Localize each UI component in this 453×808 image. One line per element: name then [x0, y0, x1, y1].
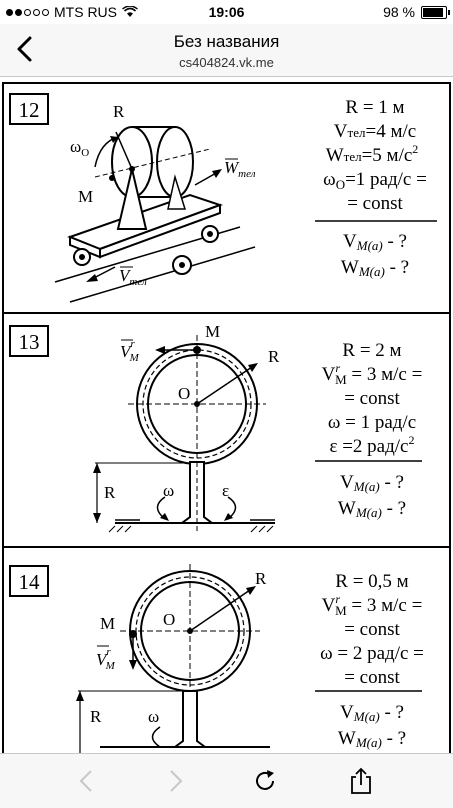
- problem-number-box: [9, 565, 49, 597]
- problem-13: 13: [9, 322, 422, 533]
- label-M: M: [100, 614, 115, 633]
- given-line: = const: [344, 388, 400, 409]
- label-R-height: R: [104, 483, 116, 502]
- question-line: WM(a) - ?: [338, 728, 406, 750]
- carrier-label: MTS RUS: [54, 4, 117, 20]
- label-epsilon: ε: [222, 481, 229, 500]
- given-line: ω = 2 рад/с =: [320, 643, 424, 664]
- status-right: 98 %: [383, 4, 450, 20]
- label-R-height: R: [90, 707, 102, 726]
- page-title: Без названия: [173, 32, 280, 51]
- wifi-icon: [122, 6, 138, 17]
- question-line: WM(a) - ?: [341, 257, 409, 279]
- label-omega-o: ωO: [70, 137, 89, 159]
- bottom-toolbar: [0, 753, 453, 808]
- given-line: ω = 1 рад/с: [328, 412, 416, 433]
- given-line: = const: [347, 193, 403, 214]
- cart-figure: R ωO M Wтел Vтел: [54, 102, 256, 303]
- label-R: R: [113, 102, 125, 121]
- problem-number-box: [9, 325, 49, 357]
- back-chevron-icon[interactable]: [10, 34, 40, 64]
- label-M: M: [78, 187, 93, 206]
- share-icon[interactable]: [346, 766, 376, 796]
- label-V-tel: Vтел: [119, 266, 147, 288]
- given-line: R = 2 м: [342, 340, 401, 361]
- given-line: Wтел=5 м/с2: [326, 142, 419, 166]
- status-bar: MTS RUS 19:06 98 %: [0, 0, 453, 24]
- battery-fill: [423, 7, 443, 17]
- problems-sheet: 12: [0, 77, 453, 753]
- reload-icon[interactable]: [250, 766, 280, 796]
- label-omega: ω: [148, 707, 159, 726]
- label-W-tel: Wтел: [224, 158, 256, 180]
- question-line: VM(a) - ?: [343, 231, 407, 253]
- given-line: = const: [344, 619, 400, 640]
- given-line: R = 0,5 м: [335, 571, 408, 592]
- label-omega: ω: [163, 481, 174, 500]
- problem-number: 14: [19, 570, 41, 594]
- problem-number-box: [9, 93, 49, 125]
- question-line: VM(a) - ?: [340, 472, 404, 494]
- question-line: VM(a) - ?: [340, 702, 404, 724]
- back-arrow-icon[interactable]: [72, 766, 102, 796]
- forward-arrow-icon[interactable]: [160, 766, 190, 796]
- problem-number: 12: [19, 98, 40, 122]
- given-line: ε =2 рад/с2: [329, 433, 414, 457]
- problem-12-givens: R = 1 м Vтел=4 м/с Wтел=5 м/с2 ωO=1 рад/…: [315, 97, 437, 279]
- clock: 19:06: [208, 4, 245, 20]
- battery-icon: [421, 5, 450, 19]
- label-R: R: [268, 347, 280, 366]
- signal-icon: [6, 8, 49, 16]
- problem-number: 13: [19, 330, 40, 354]
- nav-bar: Без названия cs404824.vk.me: [0, 24, 453, 77]
- given-line: R = 1 м: [345, 97, 404, 118]
- given-line: = const: [344, 667, 400, 688]
- status-left: MTS RUS: [6, 4, 138, 20]
- label-O: O: [178, 384, 190, 403]
- problem-12: 12: [9, 93, 437, 303]
- given-line: Vтел=4 м/с: [334, 121, 416, 142]
- label-O: O: [163, 610, 175, 629]
- document-viewer[interactable]: 12: [0, 77, 453, 753]
- battery-percent: 98 %: [383, 4, 415, 20]
- label-R: R: [255, 569, 267, 588]
- given-line: ωO=1 рад/с =: [323, 169, 427, 192]
- question-line: WM(a) - ?: [338, 498, 406, 520]
- label-M: M: [205, 322, 220, 341]
- page-url: cs404824.vk.me: [179, 55, 274, 70]
